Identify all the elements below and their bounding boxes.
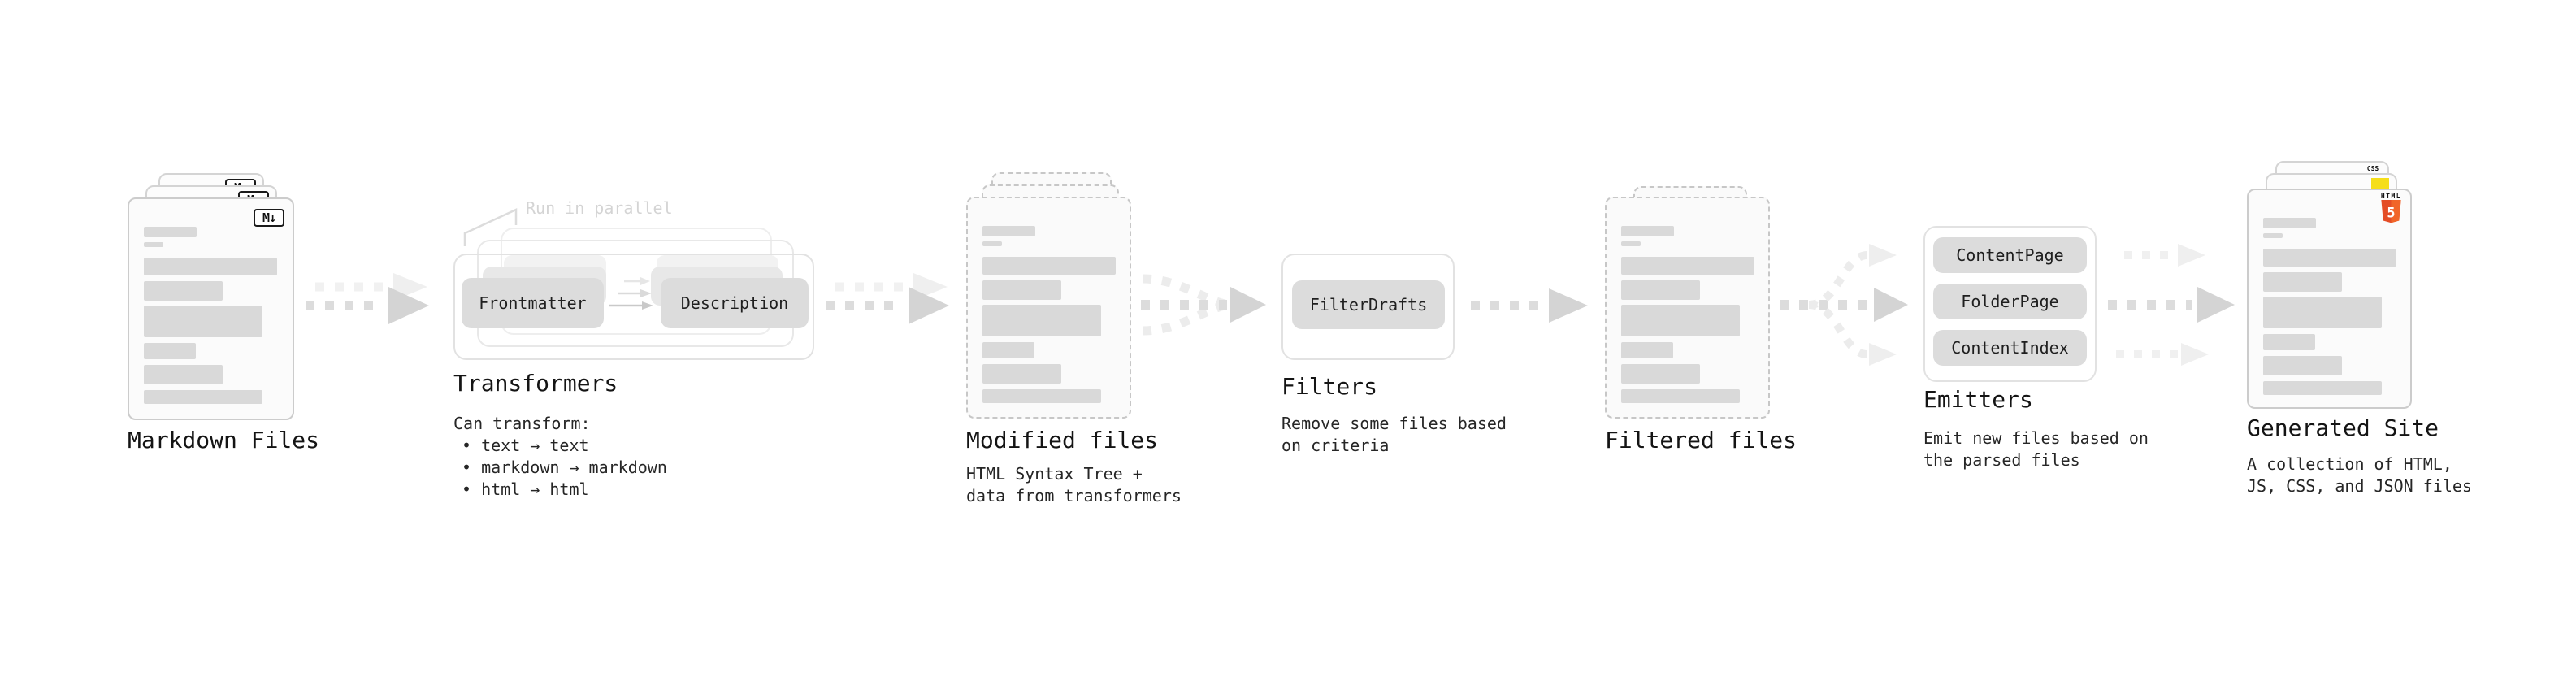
stage-title-generated-site: Generated Site (2247, 414, 2439, 441)
markdown-icon: M↓ (254, 209, 284, 227)
flow-arrow-icon (306, 273, 429, 324)
filter-pill-filterdrafts: FilterDrafts (1292, 280, 1445, 329)
callout-leader-line (463, 208, 518, 246)
run-in-parallel-label: Run in parallel (526, 198, 673, 218)
desc-line: HTML Syntax Tree + (966, 464, 1143, 484)
transformer-frame (453, 254, 814, 360)
desc-line: Can transform: (453, 414, 591, 433)
stage-title-modified-files: Modified files (966, 427, 1159, 453)
stage-desc-emitters: Emit new files based on the parsed files (1923, 427, 2149, 471)
flow-arrow-icon (1471, 288, 1588, 323)
stage-desc-modified-files: HTML Syntax Tree + data from transformer… (966, 463, 1182, 507)
stage-title-filtered-files: Filtered files (1605, 427, 1798, 453)
css-label: CSS (2366, 165, 2379, 172)
emitters-frame (1923, 226, 2097, 382)
modified-file-card (966, 197, 1131, 419)
stage-desc-filters: Remove some files based on criteria (1281, 413, 1507, 457)
fan-in-arrow-icon (1141, 274, 1266, 336)
emitter-pill-contentpage: ContentPage (1933, 237, 2087, 273)
generated-site-card: HTML 5 (2247, 189, 2412, 409)
fan-out-arrow-icon (1780, 244, 1908, 366)
html5-wordmark: HTML (2380, 193, 2402, 200)
markdown-file-card: M↓ (128, 197, 294, 420)
desc-line: Remove some files based (1281, 414, 1507, 433)
emitter-pill-contentindex: ContentIndex (1933, 330, 2087, 366)
svg-text:5: 5 (2387, 205, 2395, 221)
desc-line: • html → html (462, 479, 589, 499)
desc-line: on criteria (1281, 436, 1390, 455)
stage-title-filters: Filters (1281, 373, 1378, 400)
html5-icon: HTML 5 (2380, 193, 2402, 228)
desc-line: • markdown → markdown (462, 458, 667, 477)
html5-shield: 5 (2381, 200, 2401, 223)
parallel-mini-arrows-icon (609, 277, 653, 310)
emitter-pill-folderpage: FolderPage (1933, 284, 2087, 319)
filters-frame (1281, 254, 1455, 360)
desc-line: the parsed files (1923, 450, 2080, 470)
desc-line: A collection of HTML, (2247, 454, 2452, 474)
js-icon (2371, 178, 2389, 189)
flow-arrow-icon (826, 273, 949, 324)
stage-title-emitters: Emitters (1923, 386, 2033, 413)
desc-line: • text → text (462, 436, 589, 455)
stage-desc-transformers: Can transform: • text → text • markdown … (453, 413, 667, 501)
parallel-arrows-icon (2108, 244, 2235, 366)
desc-line: JS, CSS, and JSON files (2247, 476, 2472, 496)
desc-line: Emit new files based on (1923, 428, 2149, 448)
transformer-pill-frontmatter: Frontmatter (462, 278, 604, 328)
stage-title-markdown-files: Markdown Files (128, 427, 320, 453)
filtered-file-card (1605, 197, 1770, 419)
desc-line: data from transformers (966, 486, 1182, 505)
stage-title-transformers: Transformers (453, 370, 618, 397)
stage-desc-generated-site: A collection of HTML, JS, CSS, and JSON … (2247, 453, 2472, 497)
transformer-pill-description: Description (661, 278, 809, 328)
